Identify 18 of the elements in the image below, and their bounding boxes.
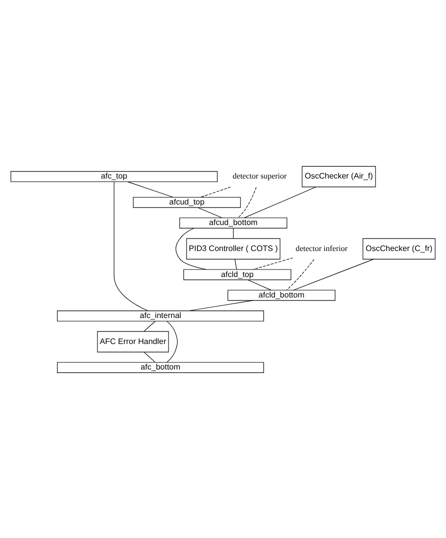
connector <box>293 258 374 290</box>
node-text: detector superior <box>232 171 287 180</box>
connector <box>233 228 234 238</box>
connector <box>176 227 206 270</box>
connector <box>188 300 254 311</box>
connector <box>286 258 314 290</box>
connector <box>144 351 156 362</box>
node-text: detector inferior <box>296 243 348 252</box>
connector <box>234 258 237 270</box>
connector <box>200 186 231 197</box>
connector <box>244 186 316 218</box>
connector <box>252 257 294 270</box>
connector <box>114 181 148 311</box>
connector <box>248 279 272 290</box>
connector <box>198 206 223 218</box>
connector <box>238 186 257 218</box>
connector <box>166 320 178 362</box>
connector <box>144 320 156 332</box>
